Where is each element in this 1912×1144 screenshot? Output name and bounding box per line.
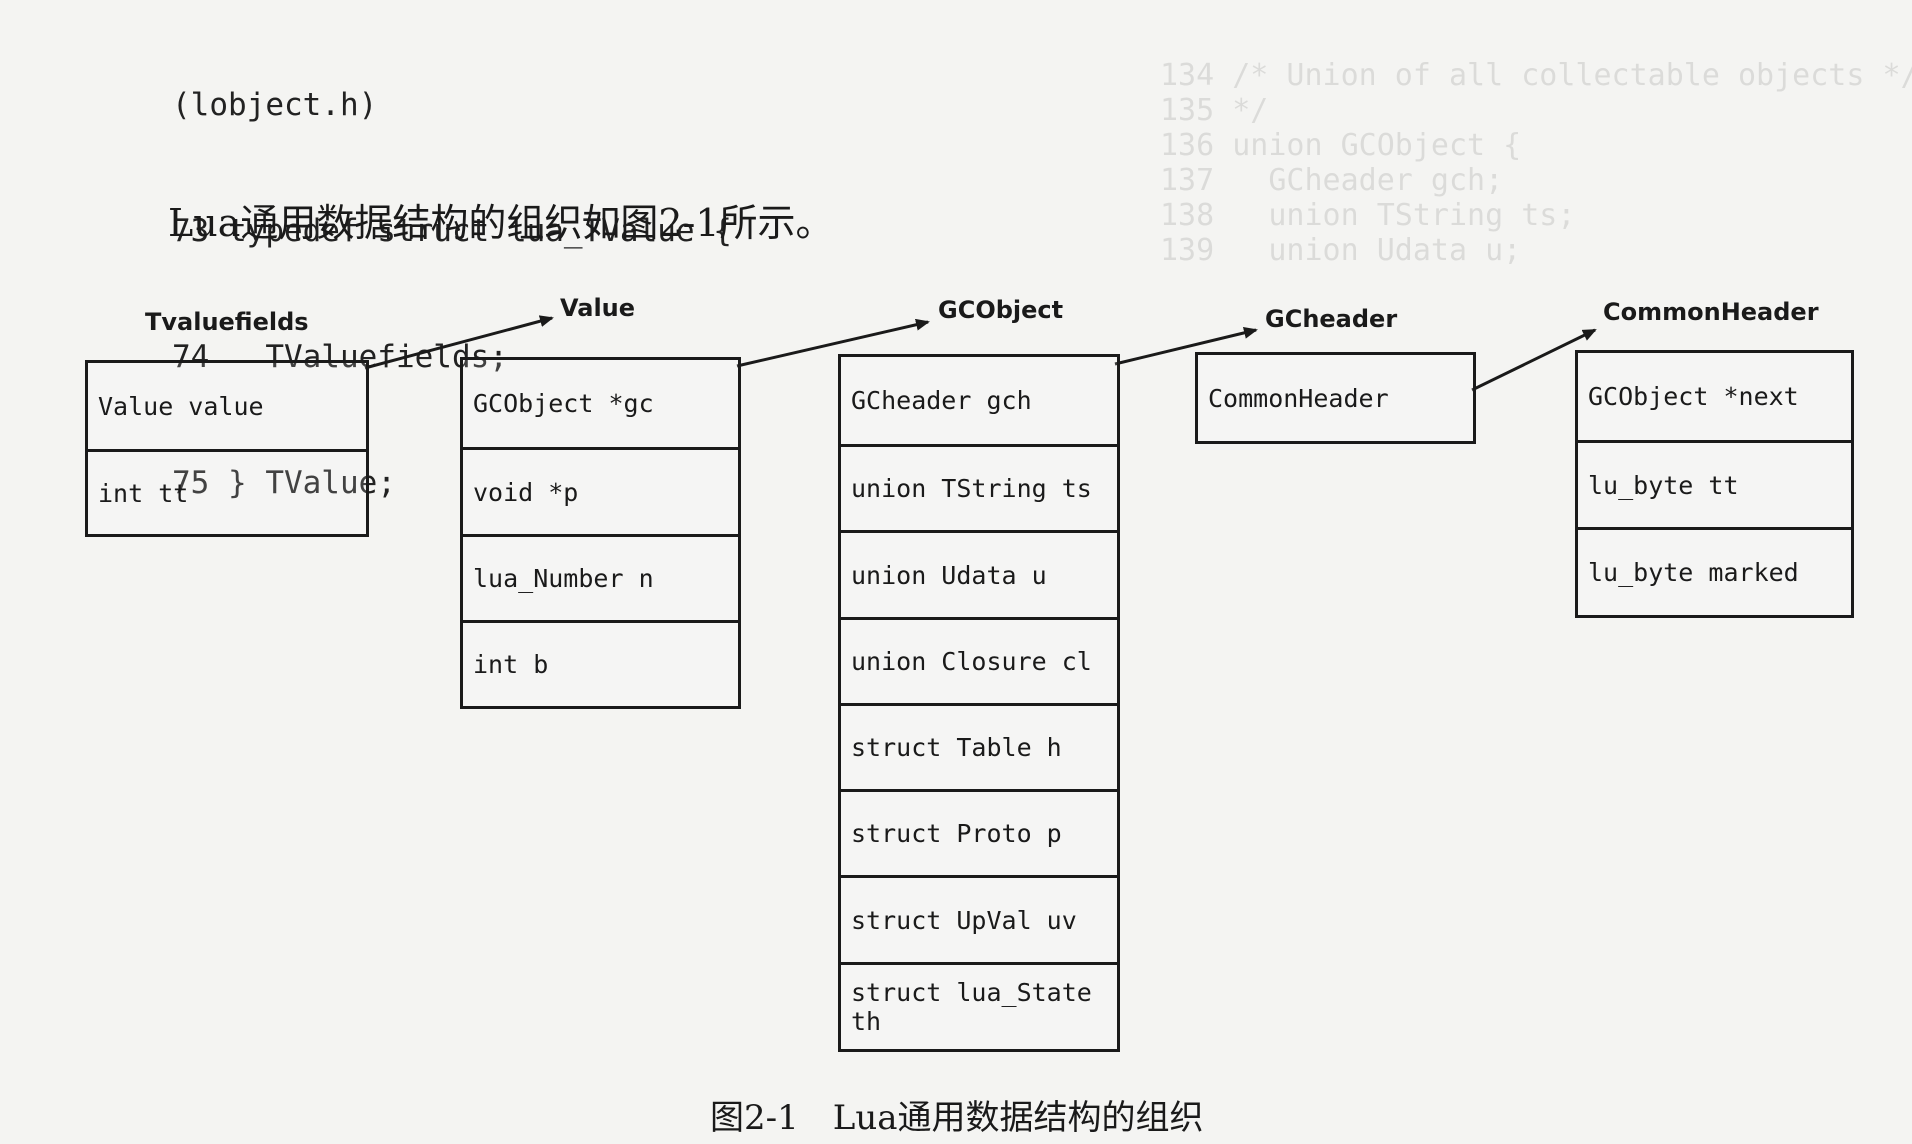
value-field: int b: [463, 620, 738, 706]
value-box: GCObject *gc void *p lua_Number n int b: [460, 357, 741, 709]
code-line: 75 } TValue;: [172, 465, 396, 501]
gcobject-field: struct UpVal uv: [841, 875, 1117, 962]
commonheader-box: GCObject *next lu_byte tt lu_byte marked: [1575, 350, 1854, 618]
commonheader-title: CommonHeader: [1603, 298, 1819, 326]
arrow-gcheader-to-commonheader: [1471, 328, 1597, 392]
commonheader-field: lu_byte tt: [1578, 440, 1851, 527]
body-paragraph: Lua通用数据结构的组织如图2-1所示。: [168, 201, 834, 245]
code-line: 73 typedef struct lua_TValue {: [172, 213, 732, 249]
tvaluefields-title: Tvaluefields: [145, 308, 309, 336]
gcobject-field: union TString ts: [841, 444, 1117, 530]
tvaluefields-field: int tt: [88, 449, 366, 534]
arrow-tvaluefields-to-value: [364, 315, 554, 370]
commonheader-field: lu_byte marked: [1578, 527, 1851, 615]
commonheader-field: GCObject *next: [1588, 382, 1799, 411]
value-field: void *p: [463, 447, 738, 534]
value-field: lua_Number n: [463, 534, 738, 620]
gcobject-field: struct Table h: [841, 703, 1117, 789]
gcobject-field: struct Proto p: [841, 789, 1117, 875]
gcobject-title: GCObject: [938, 296, 1064, 324]
gcobject-field: GCheader gch: [851, 386, 1032, 415]
code-line: (lobject.h): [172, 87, 378, 123]
arrow-value-to-gcobject: [736, 318, 930, 368]
gcheader-field: CommonHeader: [1208, 383, 1389, 413]
arrow-gcobject-to-gcheader: [1114, 326, 1258, 366]
value-field: GCObject *gc: [473, 389, 654, 418]
gcobject-box: GCheader gch union TString ts union Udat…: [838, 354, 1120, 1052]
tvaluefields-field: Value value: [98, 391, 264, 421]
figure-caption: 图2-1 Lua通用数据结构的组织: [710, 1098, 1204, 1138]
code-block: (lobject.h) 73 typedef struct lua_TValue…: [172, 0, 732, 546]
gcobject-field: struct lua_State th: [841, 962, 1117, 1049]
gcheader-title: GCheader: [1265, 305, 1398, 333]
gcobject-field: union Udata u: [841, 530, 1117, 617]
value-title: Value: [560, 294, 636, 322]
tvaluefields-box: Value value int tt: [85, 360, 369, 537]
bleed-through-text: 134 /* Union of all collectable objects …: [1160, 58, 1912, 268]
gcobject-field: union Closure cl: [841, 617, 1117, 703]
gcheader-box: CommonHeader: [1195, 352, 1476, 444]
